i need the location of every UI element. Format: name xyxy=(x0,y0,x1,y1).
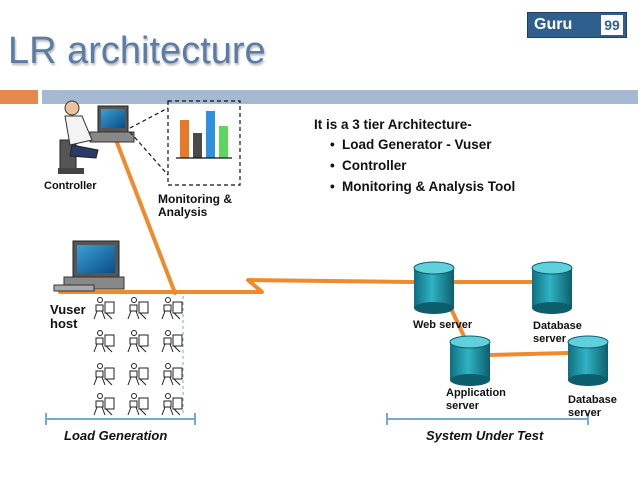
web-server-cylinder xyxy=(413,261,455,314)
tier-list-item: •Load Generator - Vuser xyxy=(330,137,492,152)
load-generation-bracket xyxy=(45,413,196,425)
logo-number: 99 xyxy=(601,15,623,35)
info-heading: It is a 3 tier Architecture- xyxy=(314,117,472,132)
logo-text: Guru xyxy=(534,16,573,33)
tier-list: •Load Generator - Vuser •Controller •Mon… xyxy=(314,137,515,194)
application-server-label: Application server xyxy=(446,387,506,413)
monitoring-analysis-icon xyxy=(129,100,241,186)
monitor-bar-4 xyxy=(219,126,228,158)
controller-workstation-icon xyxy=(58,100,135,174)
virtual-users-grid xyxy=(93,296,184,416)
database-server-2-cylinder xyxy=(567,335,609,386)
title-accent-bar xyxy=(0,90,38,104)
app-to-db-line xyxy=(488,351,570,357)
monitoring-label: Monitoring & Analysis xyxy=(158,193,232,219)
db2-label-line1: Database xyxy=(568,394,617,406)
database-server-1-label: Database server xyxy=(533,320,582,346)
system-under-test-label: System Under Test xyxy=(426,428,544,443)
application-server-cylinder xyxy=(449,335,491,386)
database-server-2-label: Database server xyxy=(568,394,617,420)
controller-to-network-line xyxy=(114,138,177,295)
vuser-host-label: Vuser host xyxy=(50,303,86,331)
load-generation-label: Load Generation xyxy=(64,428,168,443)
architecture-info: It is a 3 tier Architecture- •Load Gener… xyxy=(314,117,515,200)
system-under-test-bracket xyxy=(386,413,589,425)
app-label-line2: server xyxy=(446,400,480,412)
monitor-bar-1 xyxy=(180,120,189,158)
monitor-bar-2 xyxy=(193,133,202,158)
web-server-label: Web server xyxy=(413,319,473,331)
db1-label-line2: server xyxy=(533,333,567,345)
tier-list-item: •Monitoring & Analysis Tool xyxy=(330,179,516,194)
app-label-line1: Application xyxy=(446,387,506,399)
controller-label: Controller xyxy=(44,180,97,192)
db2-label-line2: server xyxy=(568,407,602,419)
monitor-bar-3 xyxy=(206,111,215,158)
monitoring-label-line2: Analysis xyxy=(158,205,208,219)
vuser-host-computer-icon xyxy=(53,240,125,292)
guru99-logo: Guru 99 xyxy=(527,12,627,38)
db1-label-line1: Database xyxy=(533,320,582,332)
monitoring-label-line1: Monitoring & xyxy=(158,192,232,206)
network-backbone-line xyxy=(58,278,534,294)
tier-list-item: •Controller xyxy=(330,158,407,173)
vuser-label-line2: host xyxy=(50,316,78,331)
vuser-label-line1: Vuser xyxy=(50,302,86,317)
slide-title: LR architecture xyxy=(8,30,266,72)
database-server-1-cylinder xyxy=(531,261,573,314)
